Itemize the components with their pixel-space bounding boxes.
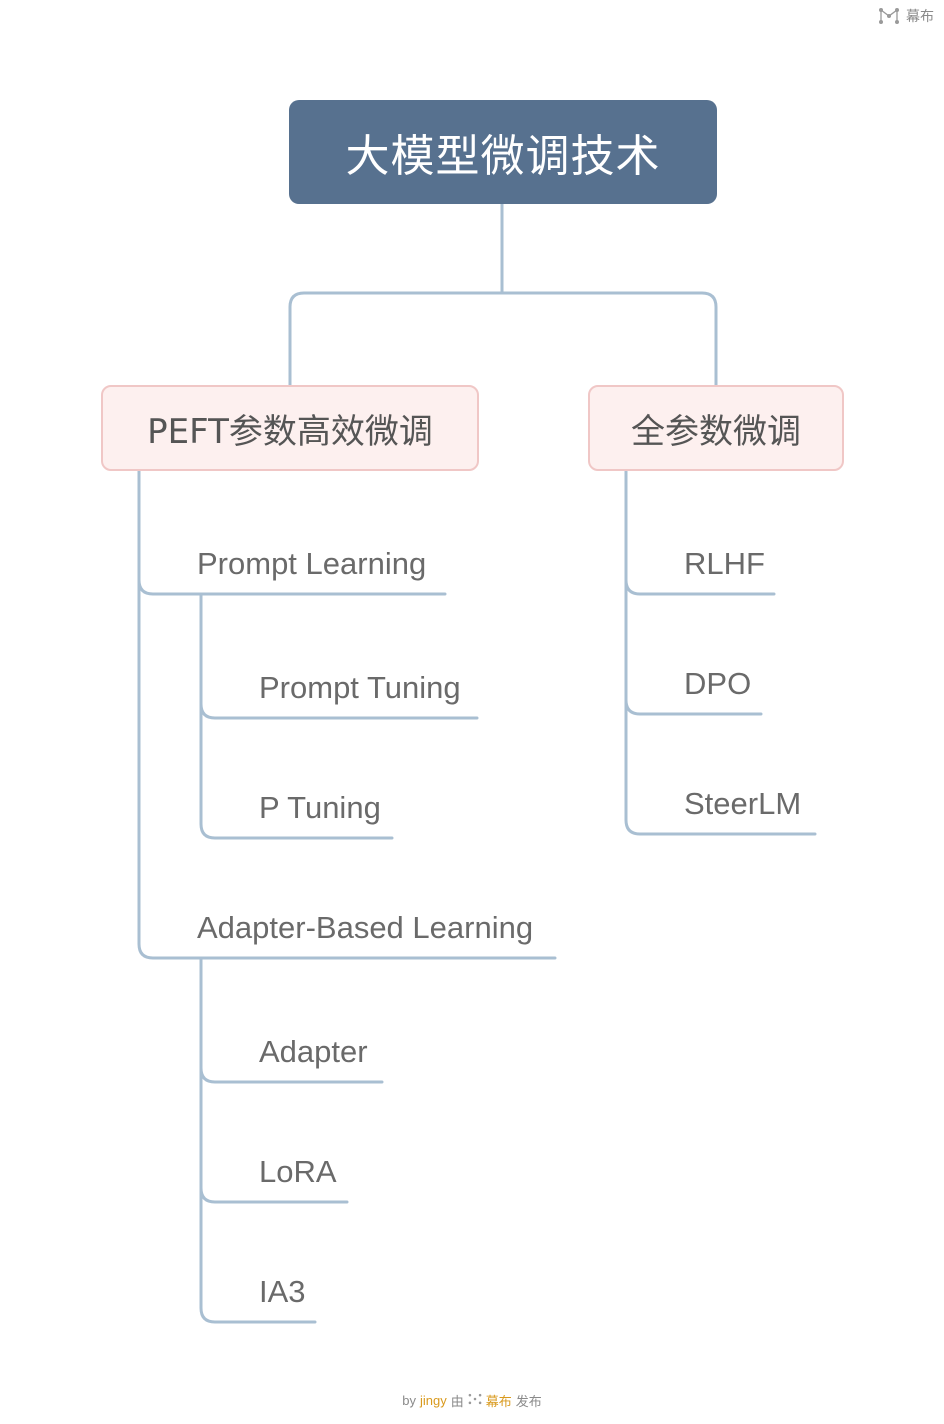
brand-label: 幕布: [906, 8, 934, 24]
footer-via: 由: [450, 1394, 464, 1409]
leaf-node[interactable]: P Tuning: [259, 790, 381, 825]
root-node[interactable]: 大模型微调技术: [289, 100, 717, 204]
leaf-node[interactable]: RLHF: [684, 546, 765, 581]
author-link[interactable]: jingy: [419, 1393, 447, 1408]
branch-node-peft[interactable]: PEFT参数高效微调: [101, 385, 479, 471]
group-node-prompt-learning[interactable]: Prompt Learning: [197, 546, 427, 581]
branch-node-full-finetune[interactable]: 全参数微调: [588, 385, 844, 471]
leaf-node[interactable]: SteerLM: [684, 786, 802, 821]
branch-label: 全参数微调: [631, 411, 801, 452]
leaf-node[interactable]: Prompt Tuning: [259, 670, 461, 705]
mubu-logo-icon: [468, 1393, 482, 1408]
leaf-node[interactable]: LoRA: [259, 1154, 337, 1189]
footer-credit: by jingy 由 幕布 发布: [0, 1391, 944, 1410]
branch-label: PEFT参数高效微调: [147, 411, 433, 452]
platform-link[interactable]: 幕布: [485, 1394, 512, 1409]
leaf-node[interactable]: IA3: [259, 1274, 306, 1309]
mubu-logo-icon: [878, 7, 900, 25]
leaf-node[interactable]: Adapter: [259, 1034, 368, 1069]
group-node-adapter-based-learning[interactable]: Adapter-Based Learning: [197, 910, 534, 945]
root-label: 大模型微调技术: [345, 131, 661, 182]
footer-by: by: [402, 1393, 416, 1408]
brand-badge: 幕布: [878, 6, 934, 26]
leaf-node[interactable]: DPO: [684, 666, 752, 701]
footer-published: 发布: [515, 1394, 542, 1409]
